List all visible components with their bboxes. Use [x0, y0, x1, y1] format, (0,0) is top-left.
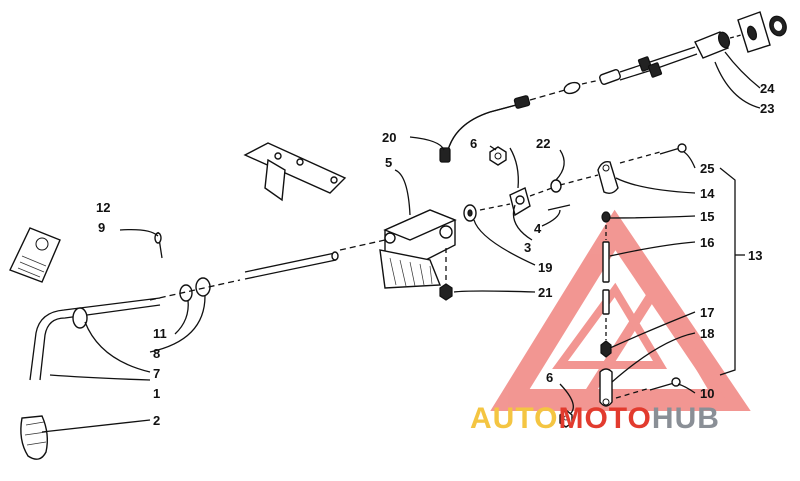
callout-24: 24 [760, 81, 775, 96]
callout-2: 2 [153, 413, 160, 428]
watermark-auto: AUTO [470, 402, 558, 435]
callout-5: 5 [385, 155, 392, 170]
callout-22: 22 [536, 136, 550, 151]
switch-housing [379, 209, 457, 289]
callout-8: 8 [153, 346, 160, 361]
watermark-hub: HUB [652, 402, 720, 435]
callout-4: 4 [534, 221, 542, 236]
leader-lines [41, 51, 761, 433]
callout-1: 1 [153, 386, 160, 401]
callout-15: 15 [700, 209, 714, 224]
callout-10: 10 [700, 386, 714, 401]
callout-7: 7 [153, 366, 160, 381]
callout-17: 17 [700, 305, 714, 320]
callout-13: 13 [748, 248, 762, 263]
callout-9: 9 [98, 220, 105, 235]
callout-18: 18 [700, 326, 714, 341]
callout-11: 11 [153, 326, 167, 341]
callout-16: 16 [700, 235, 714, 250]
watermark-moto: MOTO [558, 402, 651, 435]
hardware-cluster [439, 146, 599, 301]
callout-19: 19 [538, 260, 552, 275]
callout-20: 20 [382, 130, 396, 145]
watermark-logo: AUTOMOTOHUB [470, 402, 720, 435]
callout-labels: 1 2 3 4 5 6 6 7 8 9 10 11 12 13 14 15 16… [96, 81, 775, 428]
decal-card [9, 227, 61, 283]
watermark-triangle [490, 209, 751, 411]
callout-3: 3 [524, 240, 531, 255]
callout-6-bottom: 6 [546, 370, 553, 385]
svg-text:AUTOMOTOHUB: AUTOMOTOHUB [470, 402, 720, 435]
shaft [149, 239, 386, 301]
callout-12: 12 [96, 200, 110, 215]
rod-linkage [559, 143, 687, 428]
washer-8 [195, 277, 211, 297]
callout-6-top: 6 [470, 136, 477, 151]
wire-harness [439, 11, 787, 163]
callout-14: 14 [700, 186, 715, 201]
callout-21: 21 [538, 285, 552, 300]
lever-assembly [20, 297, 161, 460]
mounting-bracket [243, 142, 347, 202]
callout-23: 23 [760, 101, 774, 116]
callout-25: 25 [700, 161, 714, 176]
cotter-pin [154, 231, 163, 259]
